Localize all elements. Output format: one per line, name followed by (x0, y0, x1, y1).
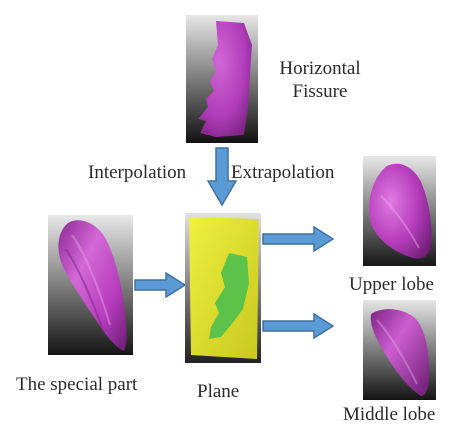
middle-lobe-label: Middle lobe (343, 404, 436, 425)
special-part-label: The special part (16, 374, 138, 395)
upper-lobe-image (363, 156, 436, 266)
middle-lobe-image (363, 300, 436, 400)
right-arrow-to-plane (134, 272, 186, 298)
plane-image (185, 213, 261, 363)
plane-label: Plane (197, 381, 240, 402)
horizontal-fissure-image (186, 15, 258, 143)
horizontal-fissure-label: Horizontal Fissure (270, 58, 370, 104)
horizontal-fissure-label-line1: Horizontal (279, 58, 361, 79)
right-arrow-to-middle-lobe (262, 313, 334, 339)
interpolation-label: Interpolation (88, 162, 187, 183)
upper-lobe-label: Upper lobe (349, 274, 434, 295)
down-arrow (207, 147, 237, 207)
extrapolation-label: Extrapolation (231, 162, 335, 183)
horizontal-fissure-label-line2: Fissure (292, 80, 348, 102)
right-arrow-to-upper-lobe (262, 226, 334, 252)
special-part-image (48, 215, 133, 355)
